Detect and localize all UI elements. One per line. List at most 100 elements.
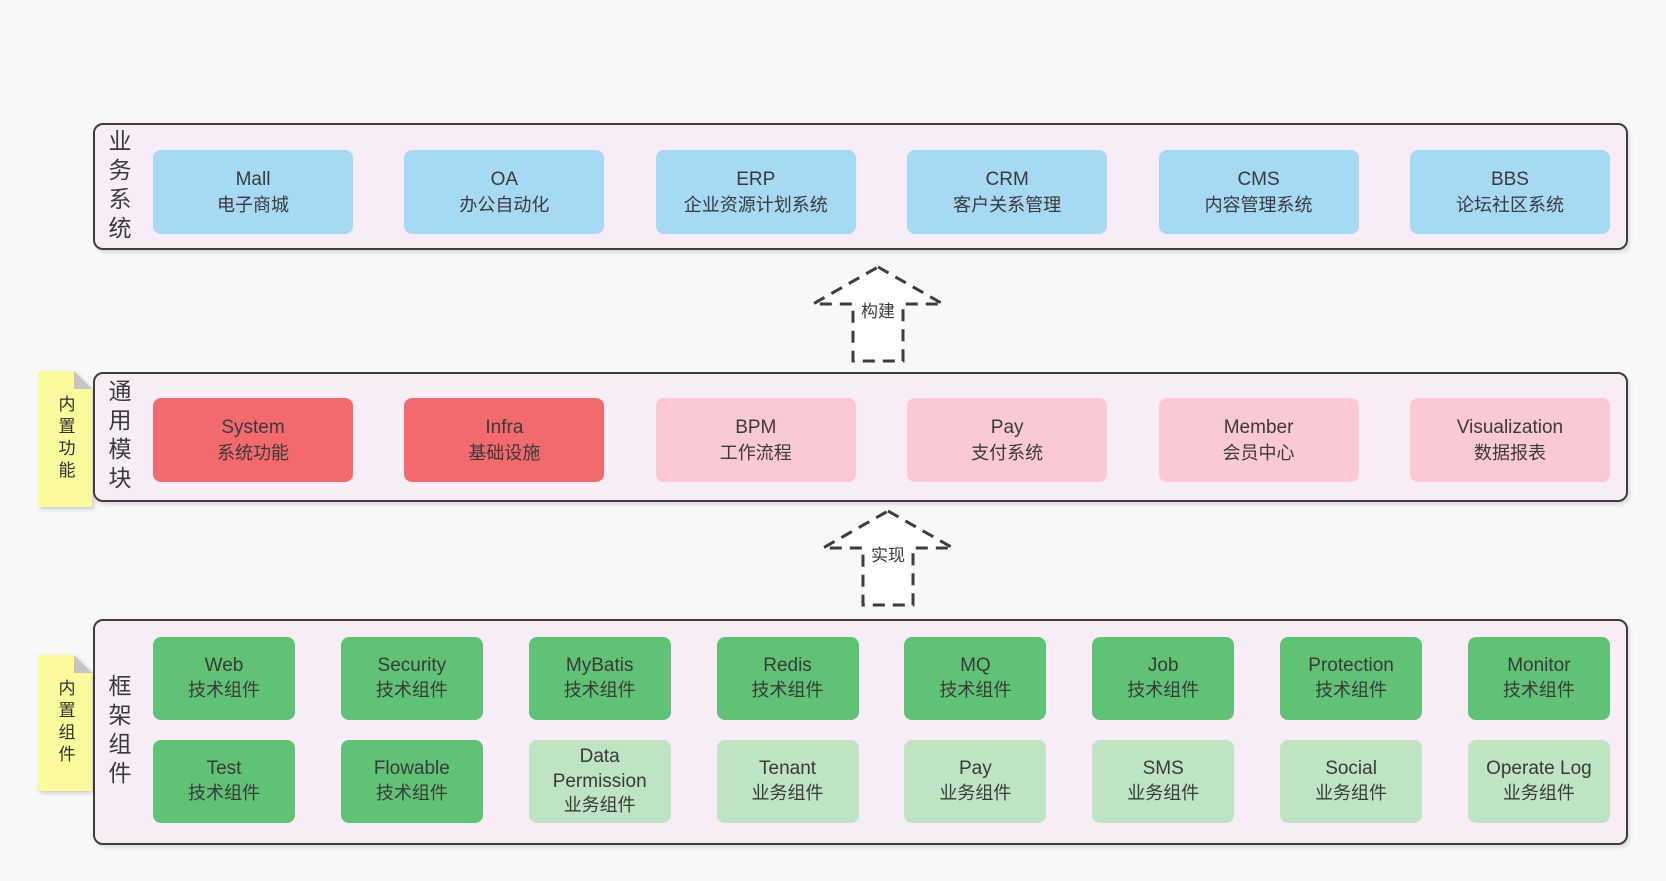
- module-box-bpm: BPM 工作流程: [655, 398, 856, 482]
- module-subtitle: 技术组件: [1502, 680, 1575, 701]
- module-name: CRM: [985, 169, 1029, 191]
- module-box-infra: Infra 基础设施: [404, 398, 605, 482]
- module-box-cms: CMS 内容管理系统: [1158, 150, 1359, 234]
- module-box-pay: Pay 支付系统: [907, 398, 1108, 482]
- module-name: Social: [1325, 758, 1377, 780]
- module-box-redis: Redis 技术组件: [716, 637, 859, 720]
- module-name: Monitor: [1507, 655, 1571, 677]
- note-built-in-features-label: 内置功能: [55, 395, 75, 483]
- module-name: System: [221, 417, 285, 439]
- module-box-pay: Pay 业务组件: [904, 740, 1047, 823]
- module-name: Job: [1147, 655, 1179, 677]
- layer-common-modules: 通用模块 System 系统功能 Infra 基础设施 BPM 工作流程 Pay 支付系统 Me…: [93, 372, 1628, 502]
- module-name: CMS: [1237, 169, 1280, 191]
- module-name: Pay: [959, 758, 992, 780]
- module-subtitle: 数据报表: [1473, 442, 1546, 463]
- module-name: MQ: [960, 655, 991, 677]
- module-name: Web: [204, 655, 244, 677]
- module-subtitle: 电子商城: [217, 194, 289, 215]
- module-name: OA: [490, 169, 519, 191]
- module-name: Redis: [763, 655, 812, 677]
- module-box-job: Job 技术组件: [1092, 637, 1235, 720]
- module-subtitle: 论坛社区系统: [1455, 194, 1564, 215]
- module-subtitle: 业务组件: [1127, 783, 1200, 804]
- module-box-data-permission: Data Permission 业务组件: [528, 740, 671, 823]
- module-subtitle: 技术组件: [188, 680, 260, 701]
- module-name: SMS: [1142, 758, 1184, 780]
- module-name: Visualization: [1456, 417, 1564, 439]
- module-box-test: Test 技术组件: [153, 740, 295, 823]
- note-fold-icon: [74, 655, 92, 673]
- arrow-implement: 实现: [820, 508, 956, 608]
- module-name: Operate Log: [1486, 758, 1592, 780]
- module-name: Pay: [990, 417, 1024, 439]
- module-box-mybatis: MyBatis 技术组件: [528, 637, 671, 720]
- note-fold-icon: [74, 371, 92, 389]
- module-subtitle: 内容管理系统: [1204, 194, 1313, 215]
- module-subtitle: 业务组件: [563, 795, 636, 816]
- module-subtitle: 技术组件: [375, 680, 448, 701]
- module-box-monitor: Monitor 技术组件: [1467, 637, 1610, 720]
- layer-label-common-modules: 通用模块: [105, 379, 131, 495]
- module-box-mq: MQ 技术组件: [904, 637, 1047, 720]
- module-box-social: Social 业务组件: [1280, 740, 1423, 823]
- module-subtitle: 企业资源计划系统: [683, 194, 828, 215]
- note-built-in-components-label: 内置组件: [55, 679, 75, 767]
- arrow-build: 构建: [810, 264, 946, 364]
- module-row: Test 技术组件 Flowable 技术组件 Data Permission 业务组件 T…: [153, 740, 1610, 823]
- module-subtitle: 技术组件: [563, 680, 636, 701]
- module-name: Infra: [485, 417, 524, 439]
- module-subtitle: 业务组件: [939, 783, 1012, 804]
- note-built-in-components: 内置组件: [38, 655, 92, 791]
- module-box-visualization: Visualization 数据报表: [1409, 398, 1610, 482]
- module-name: Data Permission: [552, 746, 647, 792]
- module-subtitle: 技术组件: [1315, 680, 1388, 701]
- module-name: Flowable: [373, 758, 450, 780]
- module-box-crm: CRM 客户关系管理: [907, 150, 1108, 234]
- module-name: Security: [377, 655, 447, 677]
- layer-label-framework-components: 框架组件: [105, 674, 131, 790]
- module-box-system: System 系统功能: [153, 398, 353, 482]
- module-box-sms: SMS 业务组件: [1092, 740, 1235, 823]
- module-name: MyBatis: [565, 655, 634, 677]
- module-name: Protection: [1308, 655, 1394, 677]
- note-built-in-features: 内置功能: [38, 371, 92, 507]
- module-subtitle: 技术组件: [751, 680, 824, 701]
- module-subtitle: 基础设施: [468, 442, 541, 463]
- module-subtitle: 业务组件: [1315, 783, 1388, 804]
- module-box-flowable: Flowable 技术组件: [340, 740, 483, 823]
- module-subtitle: 技术组件: [188, 783, 260, 804]
- module-name: BPM: [735, 417, 777, 439]
- module-box-security: Security 技术组件: [340, 637, 483, 720]
- layer-label-business-systems: 业务系统: [105, 128, 131, 245]
- module-subtitle: 业务组件: [1502, 783, 1575, 804]
- module-name: Test: [206, 758, 242, 780]
- arrow-build-label: 构建: [858, 297, 898, 322]
- module-subtitle: 客户关系管理: [953, 194, 1062, 215]
- arrow-implement-label: 实现: [868, 541, 908, 566]
- module-box-erp: ERP 企业资源计划系统: [655, 150, 856, 234]
- module-box-operate-log: Operate Log 业务组件: [1467, 740, 1610, 823]
- module-name: ERP: [736, 169, 776, 191]
- module-box-oa: OA 办公自动化: [404, 150, 605, 234]
- module-subtitle: 技术组件: [1127, 680, 1200, 701]
- module-subtitle: 支付系统: [971, 442, 1044, 463]
- module-subtitle: 技术组件: [375, 783, 448, 804]
- module-subtitle: 系统功能: [217, 442, 289, 463]
- module-subtitle: 办公自动化: [459, 194, 550, 215]
- module-box-web: Web 技术组件: [153, 637, 295, 720]
- module-box-protection: Protection 技术组件: [1280, 637, 1423, 720]
- module-subtitle: 技术组件: [939, 680, 1012, 701]
- module-subtitle: 会员中心: [1222, 442, 1295, 463]
- module-subtitle: 工作流程: [719, 442, 792, 463]
